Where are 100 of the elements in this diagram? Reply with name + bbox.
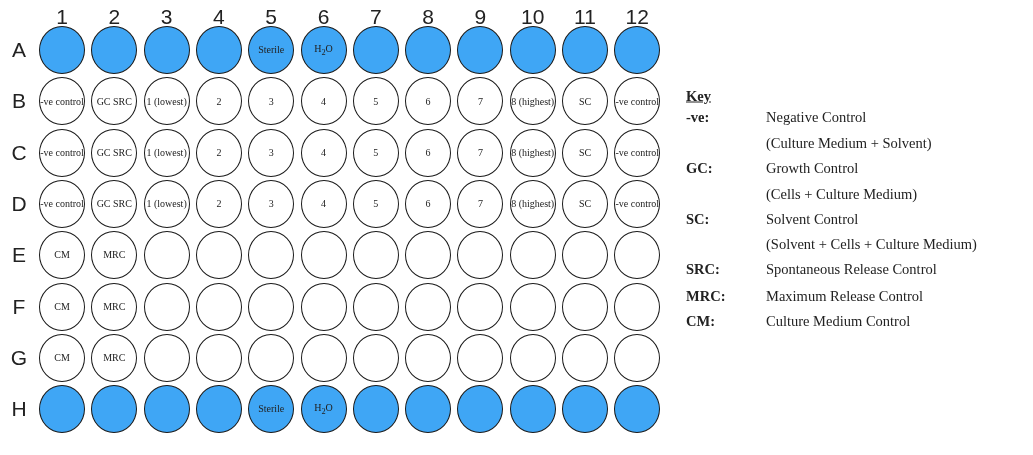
well bbox=[562, 179, 608, 228]
well-label: SC bbox=[578, 198, 592, 210]
row-letter: H bbox=[11, 397, 27, 422]
row-letter: B bbox=[12, 89, 26, 114]
key-description: Growth Control bbox=[766, 159, 859, 177]
well-label: 6 bbox=[425, 146, 431, 159]
well-label: CM bbox=[54, 249, 70, 261]
well-label: 8 (highest) bbox=[511, 198, 555, 210]
key-description: (Culture Medium + Solvent) bbox=[766, 134, 932, 152]
well-label: -ve control bbox=[40, 198, 84, 210]
well-label: CM bbox=[54, 352, 70, 364]
well-label: MRC bbox=[103, 249, 126, 261]
column-number: 3 bbox=[160, 5, 173, 29]
well-label: 6 bbox=[425, 95, 431, 108]
column-number: 6 bbox=[317, 5, 330, 29]
well bbox=[562, 231, 608, 280]
well bbox=[195, 26, 242, 74]
well-label: 7 bbox=[477, 146, 483, 159]
key-term: -ve: bbox=[686, 108, 710, 126]
key-term: SRC: bbox=[686, 260, 720, 278]
well-label: MRC bbox=[103, 300, 126, 313]
well bbox=[300, 26, 347, 74]
well-label: 5 bbox=[373, 146, 379, 159]
well-label: 3 bbox=[268, 198, 274, 210]
well bbox=[39, 282, 85, 331]
key-term: GC: bbox=[686, 159, 713, 177]
key-description: (Cells + Culture Medium) bbox=[766, 185, 918, 203]
column-number: 12 bbox=[625, 5, 649, 29]
well-label: 8 (highest) bbox=[511, 95, 555, 108]
well bbox=[39, 385, 85, 434]
well-label: -ve control bbox=[40, 95, 84, 108]
well-label: 7 bbox=[477, 198, 483, 210]
row-letter: E bbox=[12, 243, 26, 268]
well bbox=[509, 26, 556, 74]
well-label: 2 bbox=[216, 146, 222, 159]
well-label: -ve control bbox=[615, 146, 660, 159]
well bbox=[248, 26, 295, 74]
row-letter: A bbox=[12, 38, 26, 62]
well bbox=[39, 26, 85, 74]
column-number: 8 bbox=[422, 5, 434, 29]
well-label: CM bbox=[54, 300, 70, 313]
well-label: 3 bbox=[268, 95, 274, 108]
well bbox=[39, 77, 85, 126]
column-number: 1 bbox=[56, 5, 68, 29]
well-label: MRC bbox=[103, 352, 126, 364]
key-description: Maximum Release Control bbox=[766, 287, 924, 305]
well-label: 5 bbox=[373, 198, 379, 210]
well bbox=[39, 128, 85, 177]
key-heading: Key bbox=[686, 87, 711, 105]
well-label: GC SRC bbox=[96, 95, 132, 108]
well bbox=[405, 26, 452, 74]
well-label: 6 bbox=[425, 198, 431, 210]
well-label: 5 bbox=[373, 95, 379, 108]
well-label: H$_{2}$O bbox=[314, 401, 333, 417]
key-term: MRC: bbox=[686, 287, 726, 305]
well bbox=[562, 77, 608, 126]
well bbox=[91, 26, 138, 74]
row-letter: G bbox=[10, 345, 28, 370]
well-label: H$_{2}$O bbox=[314, 42, 333, 58]
row-letter: F bbox=[12, 294, 26, 319]
well-label: 1 (lowest) bbox=[146, 95, 187, 108]
key-term: SC: bbox=[686, 210, 710, 228]
well-label: GC SRC bbox=[96, 146, 132, 159]
well bbox=[39, 333, 85, 382]
well-label: 4 bbox=[321, 95, 326, 108]
well-label: 2 bbox=[216, 95, 222, 108]
well-label: GC SRC bbox=[96, 198, 132, 210]
well bbox=[39, 231, 85, 280]
well-label: -ve control bbox=[615, 198, 660, 210]
well bbox=[562, 128, 608, 177]
well bbox=[457, 26, 504, 74]
well-label: 8 (highest) bbox=[511, 146, 555, 159]
column-number: 2 bbox=[108, 5, 121, 29]
key-description: Culture Medium Control bbox=[766, 312, 911, 330]
well bbox=[562, 385, 608, 434]
key-description: Spontaneous Release Control bbox=[766, 260, 937, 278]
well bbox=[562, 282, 608, 331]
well-label: 3 bbox=[268, 146, 274, 159]
well-label: 1 (lowest) bbox=[146, 146, 187, 159]
well-label: -ve control bbox=[615, 95, 660, 108]
key-term: CM: bbox=[686, 312, 715, 330]
column-number: 9 bbox=[474, 5, 487, 29]
well-label: -ve control bbox=[40, 146, 84, 159]
well bbox=[39, 179, 85, 228]
well-label: 7 bbox=[477, 95, 483, 108]
key-description: (Solvent + Cells + Culture Medium) bbox=[766, 235, 977, 253]
key-description: Solvent Control bbox=[766, 210, 859, 228]
well-label: 4 bbox=[321, 198, 326, 210]
well bbox=[562, 333, 608, 382]
well bbox=[614, 26, 661, 74]
well bbox=[352, 26, 399, 74]
row-letter: C bbox=[11, 140, 27, 165]
well-label: 1 (lowest) bbox=[146, 198, 187, 210]
well-label: SC bbox=[578, 146, 592, 159]
well-label: Sterile bbox=[258, 44, 285, 56]
key-description: Negative Control bbox=[766, 108, 867, 126]
column-number: 5 bbox=[265, 5, 278, 29]
well bbox=[143, 26, 190, 74]
column-number: 7 bbox=[369, 5, 382, 29]
well-label: 4 bbox=[321, 146, 326, 159]
